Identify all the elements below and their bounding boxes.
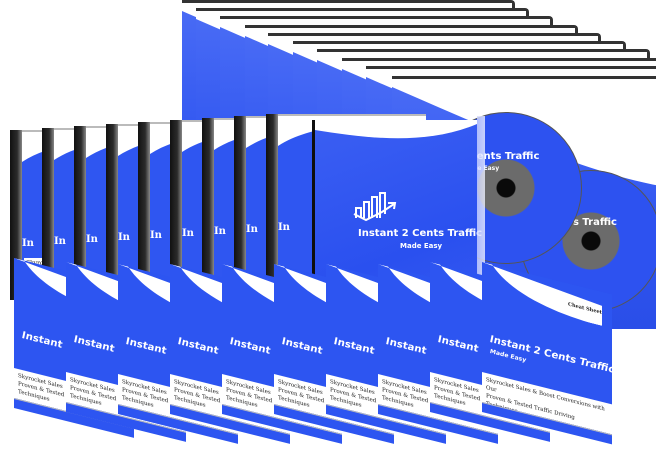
- cheat-sheet-front: Cheat Sheet Instant 2 Cents Traffic Made…: [482, 262, 614, 445]
- case-title: In: [22, 238, 34, 249]
- disc-title: 2 Cents Traffic: [459, 151, 540, 162]
- case-title: In: [182, 228, 194, 239]
- disc-title: s Traffic: [573, 217, 617, 228]
- hero-title: Instant 2 Cents Traffic: [358, 228, 483, 239]
- hero-subtitle: Made Easy: [400, 242, 443, 250]
- case-title: In: [118, 232, 130, 243]
- case-title: In: [246, 224, 258, 235]
- case-title: In: [86, 234, 98, 245]
- case-title: In: [150, 230, 162, 241]
- bar-chart-arrow-icon: [353, 192, 397, 222]
- case-edge: [477, 116, 485, 306]
- case-title: In: [214, 226, 226, 237]
- case-title: In: [54, 236, 66, 247]
- case-title: In: [278, 222, 290, 233]
